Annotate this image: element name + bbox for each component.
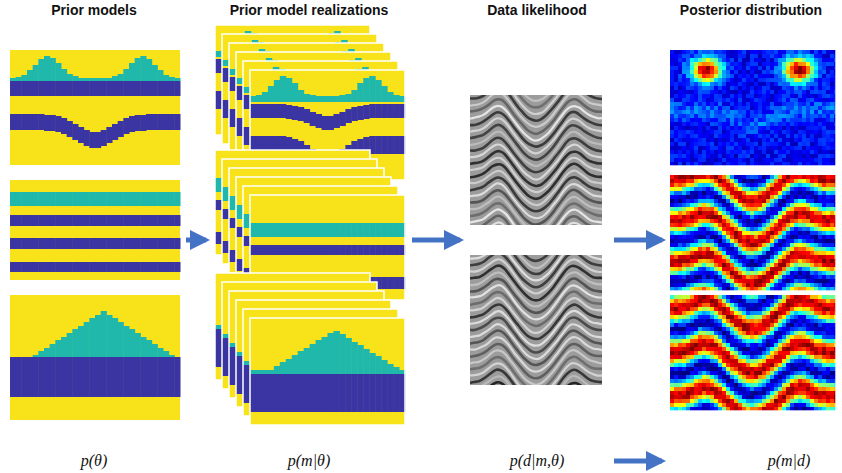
figure-canvas: Prior modelsp(θ)Prior model realizations… (0, 0, 842, 473)
